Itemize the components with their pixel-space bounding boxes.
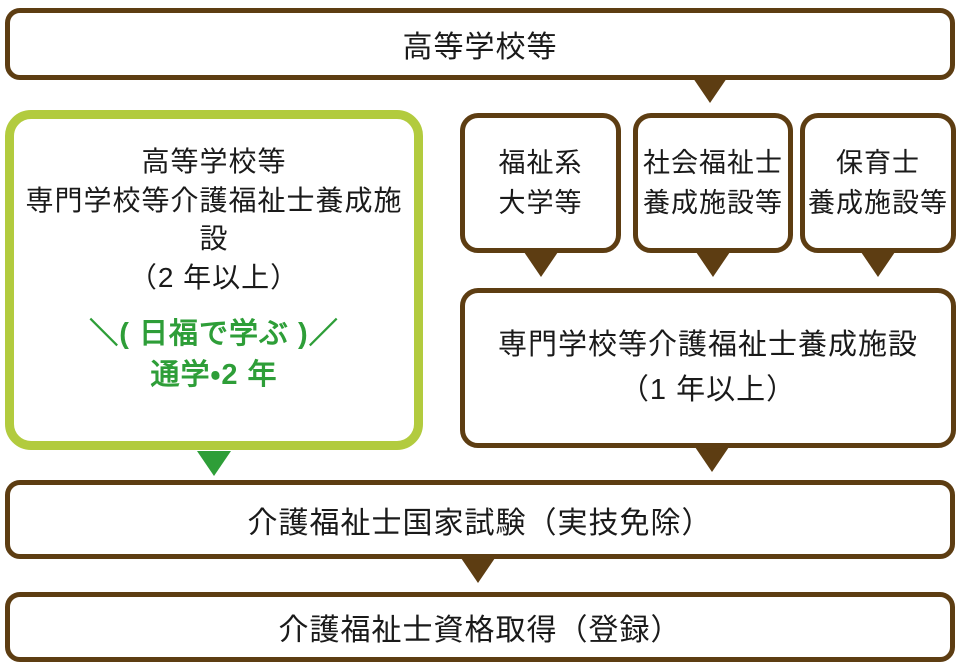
- national-exam-label: 介護福祉士国家試験（実技免除）: [247, 506, 713, 540]
- box-social-worker-facility: 社会福祉士 養成施設等: [633, 113, 793, 253]
- box-high-school: 高等学校等: [5, 8, 955, 80]
- nichifuku-course-description: 高等学校等 専門学校等介護福祉士養成施設 （2 年以上）: [14, 143, 414, 298]
- nichifuku-line3: （2 年以上）: [128, 261, 300, 293]
- box-nichifuku-course: 高等学校等 専門学校等介護福祉士養成施設 （2 年以上） ＼( 日福で学ぶ )／…: [5, 110, 423, 450]
- arrow-social-worker-down-icon: [696, 252, 730, 277]
- arrow-nichifuku-down-icon: [197, 451, 231, 476]
- social-worker-line2: 養成施設等: [643, 188, 783, 218]
- nichifuku-highlight-line1: ＼( 日福で学ぶ )／: [89, 317, 339, 350]
- arrow-training-facility-down-icon: [695, 447, 729, 472]
- arrow-high-school-down-icon: [693, 78, 727, 103]
- training-facility-line1: 専門学校等介護福祉士養成施設: [497, 329, 918, 362]
- license-label: 介護福祉士資格取得（登録）: [278, 614, 682, 647]
- nichifuku-line2: 専門学校等介護福祉士養成施設: [25, 184, 403, 255]
- box-national-exam: 介護福祉士国家試験（実技免除）: [5, 480, 955, 559]
- welfare-university-line1: 福祉系: [498, 147, 583, 178]
- welfare-university-line2: 大学等: [498, 188, 583, 218]
- arrow-welfare-university-down-icon: [524, 252, 558, 277]
- box-license: 介護福祉士資格取得（登録）: [5, 592, 955, 662]
- childcare-line2: 養成施設等: [808, 188, 948, 218]
- nichifuku-highlight-line2: 通学・2 年: [150, 358, 278, 391]
- box-training-facility-1year: 専門学校等介護福祉士養成施設 （1 年以上）: [460, 288, 956, 448]
- social-worker-line1: 社会福祉士: [643, 147, 783, 178]
- box-childcare-facility: 保育士 養成施設等: [800, 113, 956, 253]
- arrow-exam-down-icon: [461, 558, 495, 583]
- box-welfare-university: 福祉系 大学等: [460, 113, 621, 253]
- childcare-line1: 保育士: [836, 147, 920, 178]
- box-high-school-label: 高等学校等: [402, 31, 558, 64]
- nichifuku-highlight: ＼( 日福で学ぶ )／ 通学・2 年: [89, 314, 338, 396]
- nichifuku-line1: 高等学校等: [141, 146, 287, 177]
- training-facility-line2: （1 年以上）: [619, 374, 797, 406]
- arrow-childcare-down-icon: [861, 252, 895, 277]
